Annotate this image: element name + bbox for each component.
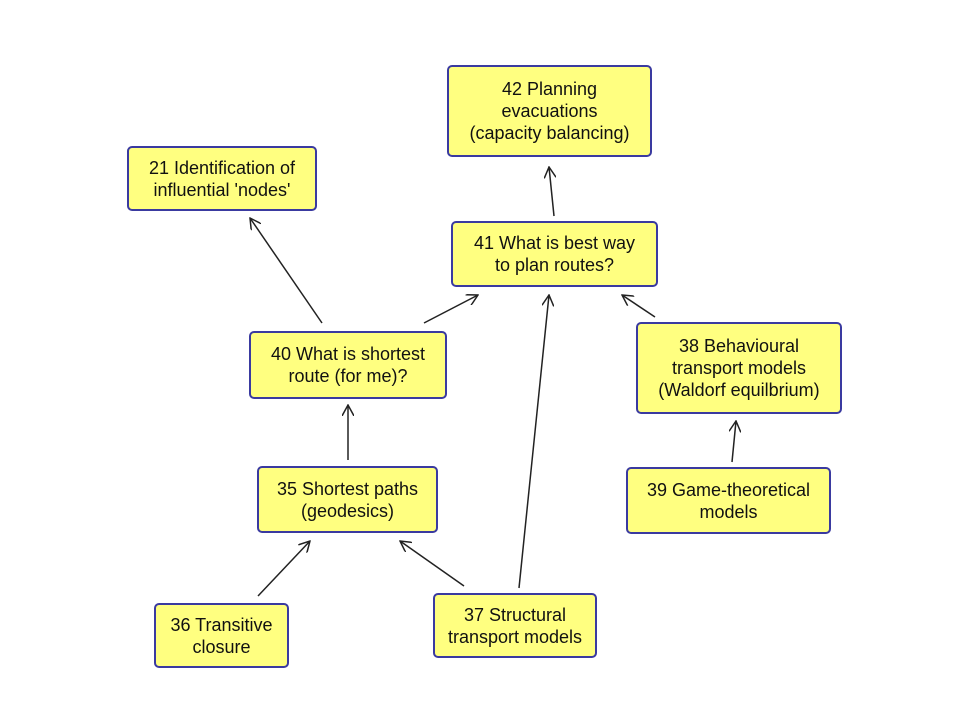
arrow-39-to-38	[732, 421, 736, 463]
arrow-40-to-21	[250, 218, 323, 324]
node-39-game-theoretical-models: 39 Game-theoretical models	[626, 467, 831, 534]
arrow-38-to-41	[622, 295, 656, 318]
node-40-shortest-route: 40 What is shortest route (for me)?	[249, 331, 447, 399]
arrow-41-to-42	[549, 167, 554, 217]
arrow-37-to-41	[518, 295, 549, 589]
arrow-40-to-41	[423, 295, 478, 324]
node-37-structural-transport-models: 37 Structural transport models	[433, 593, 597, 658]
node-38-behavioural-transport-models: 38 Behavioural transport models (Waldorf…	[636, 322, 842, 414]
node-36-transitive-closure: 36 Transitive closure	[154, 603, 289, 668]
node-41-best-way-to-plan-routes: 41 What is best way to plan routes?	[451, 221, 658, 287]
arrow-37-to-35	[400, 541, 465, 587]
node-21-identification-of-influential-nodes: 21 Identification of influential 'nodes'	[127, 146, 317, 211]
arrow-36-to-35	[257, 541, 310, 597]
node-35-shortest-paths: 35 Shortest paths (geodesics)	[257, 466, 438, 533]
node-42-planning-evacuations: 42 Planning evacuations (capacity balanc…	[447, 65, 652, 157]
